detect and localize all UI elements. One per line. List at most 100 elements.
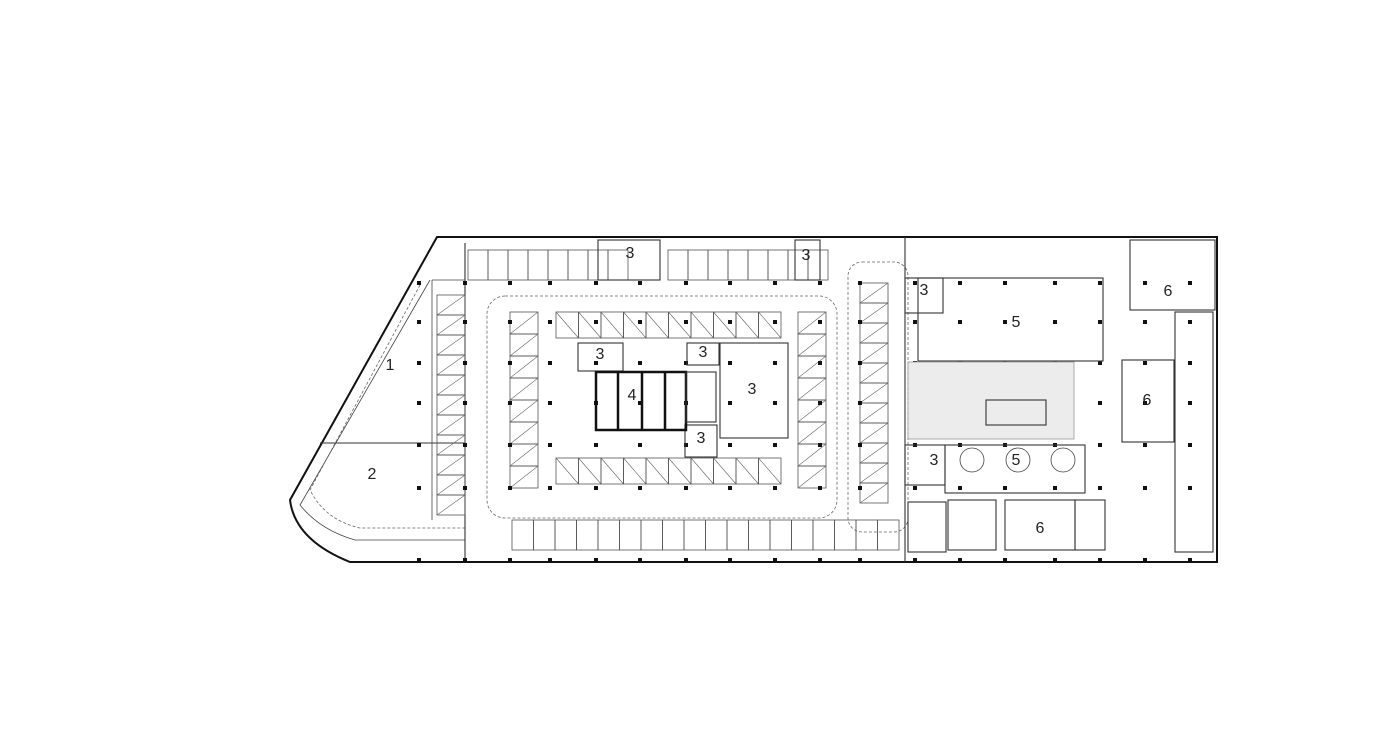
parking-stall (834, 519, 857, 551)
structural-column (638, 486, 642, 490)
stall-hatch (859, 442, 889, 464)
structural-column (417, 281, 421, 285)
parking-stall (662, 519, 685, 551)
structural-column (548, 401, 552, 405)
structural-column (1143, 401, 1147, 405)
stall-hatch (436, 494, 466, 516)
stall-hatch (623, 311, 647, 339)
structural-column (548, 281, 552, 285)
structural-column (463, 361, 467, 365)
stall-hatch (797, 421, 827, 445)
stall-hatch (623, 457, 647, 485)
label-zone-3-core-bottom: 3 (697, 430, 706, 447)
stall-hatch (436, 354, 466, 376)
stall-hatch (797, 333, 827, 357)
structural-column (858, 401, 862, 405)
stall-hatch (600, 457, 624, 485)
room-6-mid (1121, 359, 1175, 443)
structural-column (913, 281, 917, 285)
stall-hatch (758, 311, 782, 339)
stall-hatch (859, 422, 889, 444)
structural-column (594, 558, 598, 562)
structural-column (638, 320, 642, 324)
stall-hatch (859, 362, 889, 384)
parking-stall (812, 519, 835, 551)
parking-stall (619, 519, 642, 551)
structural-column (818, 281, 822, 285)
stall-hatch (713, 457, 737, 485)
label-zone-3-top-b: 3 (802, 247, 811, 264)
structural-column (728, 320, 732, 324)
parking-stall (533, 519, 556, 551)
stall-hatch (859, 342, 889, 364)
structural-column (548, 486, 552, 490)
structural-column (818, 361, 822, 365)
stall-hatch (645, 457, 669, 485)
east-drive (847, 261, 909, 533)
ramp-curve-dashed (309, 284, 465, 529)
north-stalls (467, 249, 829, 281)
structural-column (818, 401, 822, 405)
structural-column (417, 401, 421, 405)
structural-column (548, 558, 552, 562)
structural-column (1143, 558, 1147, 562)
stall-hatch (436, 394, 466, 416)
structural-column (1098, 443, 1102, 447)
core-room-big (719, 342, 789, 439)
structural-column (858, 361, 862, 365)
stall-hatch (859, 402, 889, 424)
stall-hatch (578, 311, 602, 339)
structural-column (508, 401, 512, 405)
structural-column (638, 401, 642, 405)
label-zone-5-bottom: 5 (1012, 452, 1021, 469)
structural-column (1053, 320, 1057, 324)
drive-loop (486, 295, 838, 519)
east-hall-5-bottom (944, 444, 1086, 494)
parking-stall (511, 519, 534, 551)
structural-column (463, 401, 467, 405)
stall-hatch (509, 355, 539, 379)
structural-column (1053, 281, 1057, 285)
parking-stall (747, 249, 769, 281)
structural-column (728, 281, 732, 285)
parking-stall (748, 519, 771, 551)
stall-hatch (436, 414, 466, 436)
structural-column (684, 361, 688, 365)
stall-hatch (797, 465, 827, 489)
structural-column (1098, 281, 1102, 285)
structural-column (508, 486, 512, 490)
structural-column (1003, 486, 1007, 490)
stall-hatch (509, 333, 539, 357)
stall-hatch (859, 462, 889, 484)
core-room-small (686, 342, 720, 366)
stall-hatch (690, 457, 714, 485)
structural-column (858, 443, 862, 447)
structural-column (508, 443, 512, 447)
structural-column (1098, 486, 1102, 490)
structural-column (684, 281, 688, 285)
parking-stall (705, 519, 728, 551)
stall-hatch (436, 374, 466, 396)
structural-column (548, 443, 552, 447)
label-zone-6-bottom: 6 (1036, 520, 1045, 537)
stall-hatch (668, 457, 692, 485)
label-zone-4: 4 (628, 387, 637, 404)
structural-column (508, 558, 512, 562)
structural-column (1188, 320, 1192, 324)
stall-hatch (859, 302, 889, 324)
structural-column (1143, 486, 1147, 490)
north-room-a (597, 239, 661, 281)
parking-stall (877, 519, 900, 551)
structural-column (508, 320, 512, 324)
structural-column (548, 320, 552, 324)
structural-column (728, 401, 732, 405)
structural-column (1098, 320, 1102, 324)
stall-hatch (436, 474, 466, 496)
structural-column (594, 443, 598, 447)
stall-hatch (797, 311, 827, 335)
stall-hatch (555, 311, 579, 339)
north-room-b (794, 239, 821, 281)
structural-column (818, 320, 822, 324)
structural-column (1188, 281, 1192, 285)
structural-column (773, 361, 777, 365)
